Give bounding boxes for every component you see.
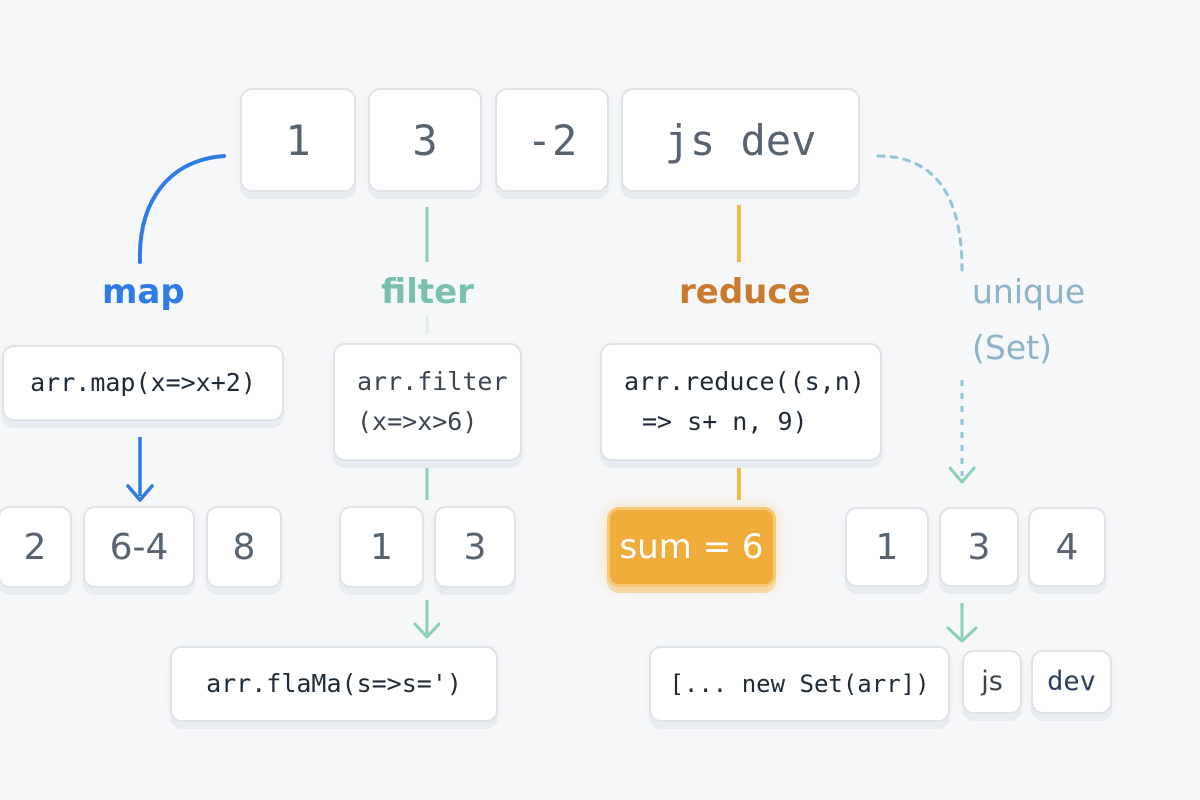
set-spread-code: [... new Set(arr]) [669,670,930,698]
reduce-code-box: arr.reduce((s,n) => s+ n, 9) [600,343,882,461]
tag-js: js [962,650,1022,714]
reduce-label: reduce [679,272,811,312]
tag-dev: dev [1031,650,1112,714]
map-result-6-4: 6-4 [83,506,195,588]
filter-code-line1: arr.filter [357,367,508,396]
input-tile-1: 1 [240,88,356,192]
reduce-code-line2: => s+ n, 9) [642,407,808,436]
map-result-8: 8 [206,506,282,588]
unique-result-1: 1 [845,507,929,587]
unique-arrow2-head [946,626,978,643]
unique-set-label: (Set) [972,328,1052,367]
map-code-box: arr.map(x=>x+2) [2,345,284,421]
flat-code: arr.flaMa(s=>s=') [206,669,462,698]
unique-dashed-connector [876,154,964,272]
flat-code-box: arr.flaMa(s=>s=') [170,646,498,722]
input-tile-neg2: -2 [495,88,609,192]
input-tile-3: 3 [368,88,482,192]
unique-label: unique [972,272,1086,311]
reduce-code-line1: arr.reduce((s,n) [624,367,865,396]
filter-code-box: arr.filter (x=>x>6) [333,343,522,461]
map-label: map [102,272,185,312]
map-result-2: 2 [0,506,72,588]
set-spread-code-box: [... new Set(arr]) [649,646,950,722]
input-tile-js-dev: js dev [621,88,860,192]
filter-code-line2: (x=>x>6) [357,407,478,436]
map-curve-connector [137,154,226,264]
filter-result-3: 3 [434,506,516,588]
unique-result-3: 3 [939,507,1019,587]
filter-label: filter [381,272,474,312]
unique-arrow-head [948,466,976,484]
map-code: arr.map(x=>x+2) [30,368,256,397]
map-arrow-head [126,484,154,502]
filter-arrow-head [413,622,441,639]
filter-result-1: 1 [339,506,424,588]
unique-result-4: 4 [1028,507,1106,587]
reduce-sum-badge: sum = 6 [607,507,776,587]
